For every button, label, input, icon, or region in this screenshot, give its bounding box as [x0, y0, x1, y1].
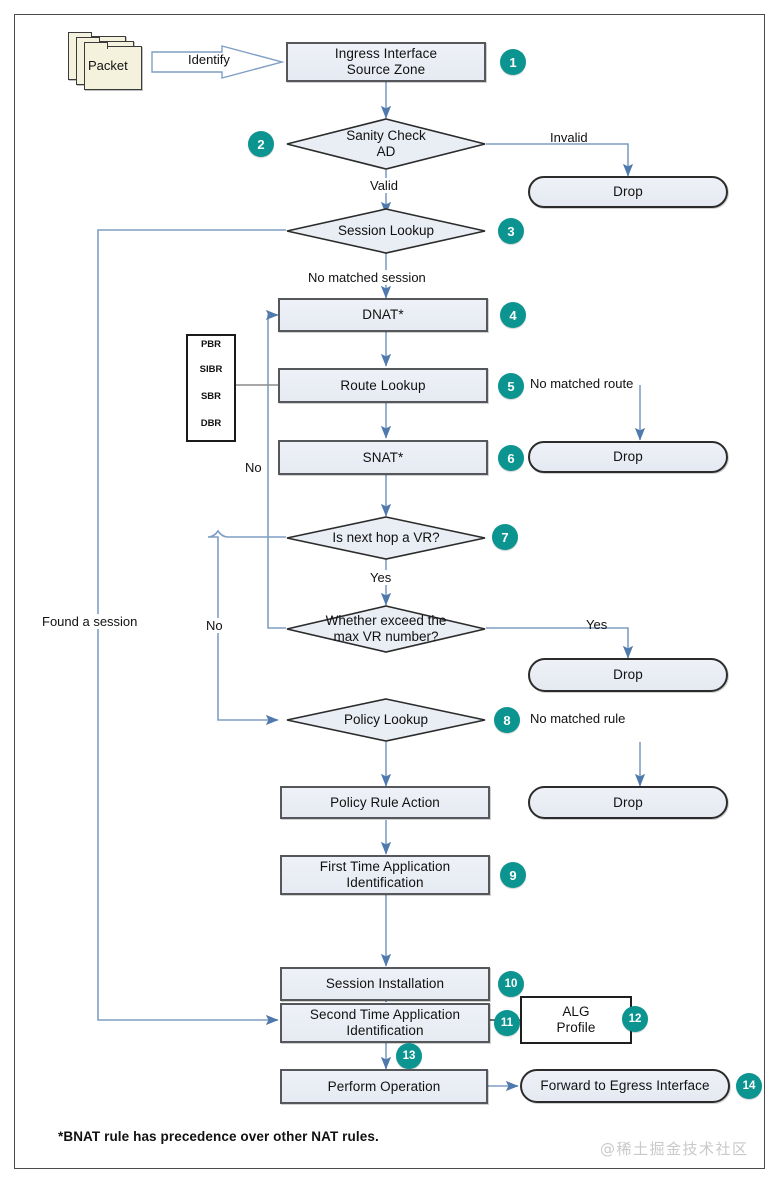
edge-label-yes-vr: Yes — [368, 570, 394, 585]
perform-operation-label: Perform Operation — [327, 1078, 441, 1094]
forward-to-egress-label: Forward to Egress Interface — [540, 1078, 710, 1094]
badge-14: 14 — [736, 1073, 762, 1099]
sanity-check-label: Sanity Check AD — [346, 128, 426, 159]
chain-item-pbr: PBR — [200, 339, 222, 350]
badge-9: 9 — [500, 862, 526, 888]
chain-item-sbr: SBR — [200, 391, 222, 402]
ingress-interface-node[interactable]: Ingress Interface Source Zone — [286, 42, 486, 82]
first-time-app-id-label: First Time Application Identification — [319, 859, 451, 890]
exceed-max-vr-label: Whether exceed the max VR number? — [325, 613, 447, 644]
badge-8: 8 — [494, 707, 520, 733]
policy-lookup-node[interactable]: Policy Lookup — [286, 698, 486, 742]
dnat-label: DNAT* — [362, 307, 404, 323]
alg-profile-label: ALG Profile — [556, 1004, 596, 1035]
badge-7: 7 — [492, 524, 518, 550]
watermark-text: @稀土掘金技术社区 — [600, 1140, 749, 1158]
route-lookup-node[interactable]: Route Lookup — [278, 368, 488, 403]
edge-label-no-matched-route: No matched route — [530, 376, 634, 391]
forward-to-egress-interface-node[interactable]: Forward to Egress Interface — [520, 1069, 730, 1103]
ingress-interface-label: Ingress Interface Source Zone — [334, 46, 438, 77]
session-installation-label: Session Installation — [325, 976, 445, 992]
edge-label-yes-exceed: Yes — [586, 617, 608, 632]
edge-label-no-vr: No — [204, 618, 225, 633]
badge-5: 5 — [498, 373, 524, 399]
snat-node[interactable]: SNAT* — [278, 440, 488, 475]
second-time-app-id-label: Second Time Application Identification — [309, 1007, 461, 1038]
edge-label-no-matched-rule: No matched rule — [530, 711, 626, 726]
badge-4: 4 — [500, 302, 526, 328]
packet-stack-icon: Packet — [68, 32, 154, 92]
drop-node-1[interactable]: Drop — [528, 176, 728, 208]
is-next-hop-vr-label: Is next hop a VR? — [332, 530, 440, 546]
alg-profile-node[interactable]: ALG Profile — [520, 996, 632, 1044]
second-time-app-id-node[interactable]: Second Time Application Identification — [280, 1003, 490, 1043]
policy-lookup-label: Policy Lookup — [343, 712, 429, 728]
drop-node-4[interactable]: Drop — [528, 786, 728, 819]
badge-2: 2 — [248, 131, 274, 157]
route-lookup-label: Route Lookup — [340, 377, 426, 393]
drop-label-2: Drop — [613, 449, 643, 465]
badge-12: 12 — [622, 1006, 648, 1032]
drop-label-1: Drop — [613, 184, 643, 200]
policy-rule-action-node[interactable]: Policy Rule Action — [280, 786, 490, 819]
route-chain-box: PBR SIBR SBR DBR — [186, 334, 236, 442]
edge-label-no-route: No — [243, 460, 264, 475]
dnat-node[interactable]: DNAT* — [278, 298, 488, 332]
diamond-shape — [286, 698, 486, 742]
badge-3: 3 — [498, 218, 524, 244]
edge-label-invalid: Invalid — [550, 130, 588, 145]
badge-6: 6 — [498, 445, 524, 471]
perform-operation-node[interactable]: Perform Operation — [280, 1069, 488, 1104]
policy-rule-action-label: Policy Rule Action — [330, 794, 440, 810]
diamond-shape — [286, 118, 486, 170]
diamond-shape — [286, 208, 486, 254]
snat-label: SNAT* — [362, 449, 404, 465]
is-next-hop-vr-node[interactable]: Is next hop a VR? — [286, 516, 486, 560]
badge-11: 11 — [494, 1010, 520, 1036]
session-lookup-node[interactable]: Session Lookup — [286, 208, 486, 254]
exceed-max-vr-node[interactable]: Whether exceed the max VR number? — [286, 605, 486, 653]
chain-item-sibr: SIBR — [199, 364, 223, 375]
badge-10: 10 — [498, 971, 524, 997]
footnote-text: *BNAT rule has precedence over other NAT… — [58, 1129, 379, 1144]
packet-label: Packet — [88, 58, 128, 73]
drop-label-3: Drop — [613, 667, 643, 683]
edge-label-valid: Valid — [368, 178, 400, 193]
drop-label-4: Drop — [613, 794, 643, 810]
diagram-frame — [14, 14, 765, 1169]
first-time-app-id-node[interactable]: First Time Application Identification — [280, 855, 490, 895]
badge-1: 1 — [500, 49, 526, 75]
drop-node-3[interactable]: Drop — [528, 658, 728, 692]
edge-label-found-a-session: Found a session — [40, 614, 140, 629]
edge-label-no-matched-session: No matched session — [306, 270, 428, 285]
chain-item-dbr: DBR — [200, 418, 222, 429]
diamond-shape — [286, 605, 486, 653]
session-lookup-label: Session Lookup — [337, 223, 435, 239]
diamond-shape — [286, 516, 486, 560]
sanity-check-node[interactable]: Sanity Check AD — [286, 118, 486, 170]
session-installation-node[interactable]: Session Installation — [280, 967, 490, 1001]
badge-13: 13 — [396, 1043, 422, 1069]
drop-node-2[interactable]: Drop — [528, 441, 728, 473]
edge-label-identify: Identify — [188, 52, 230, 67]
